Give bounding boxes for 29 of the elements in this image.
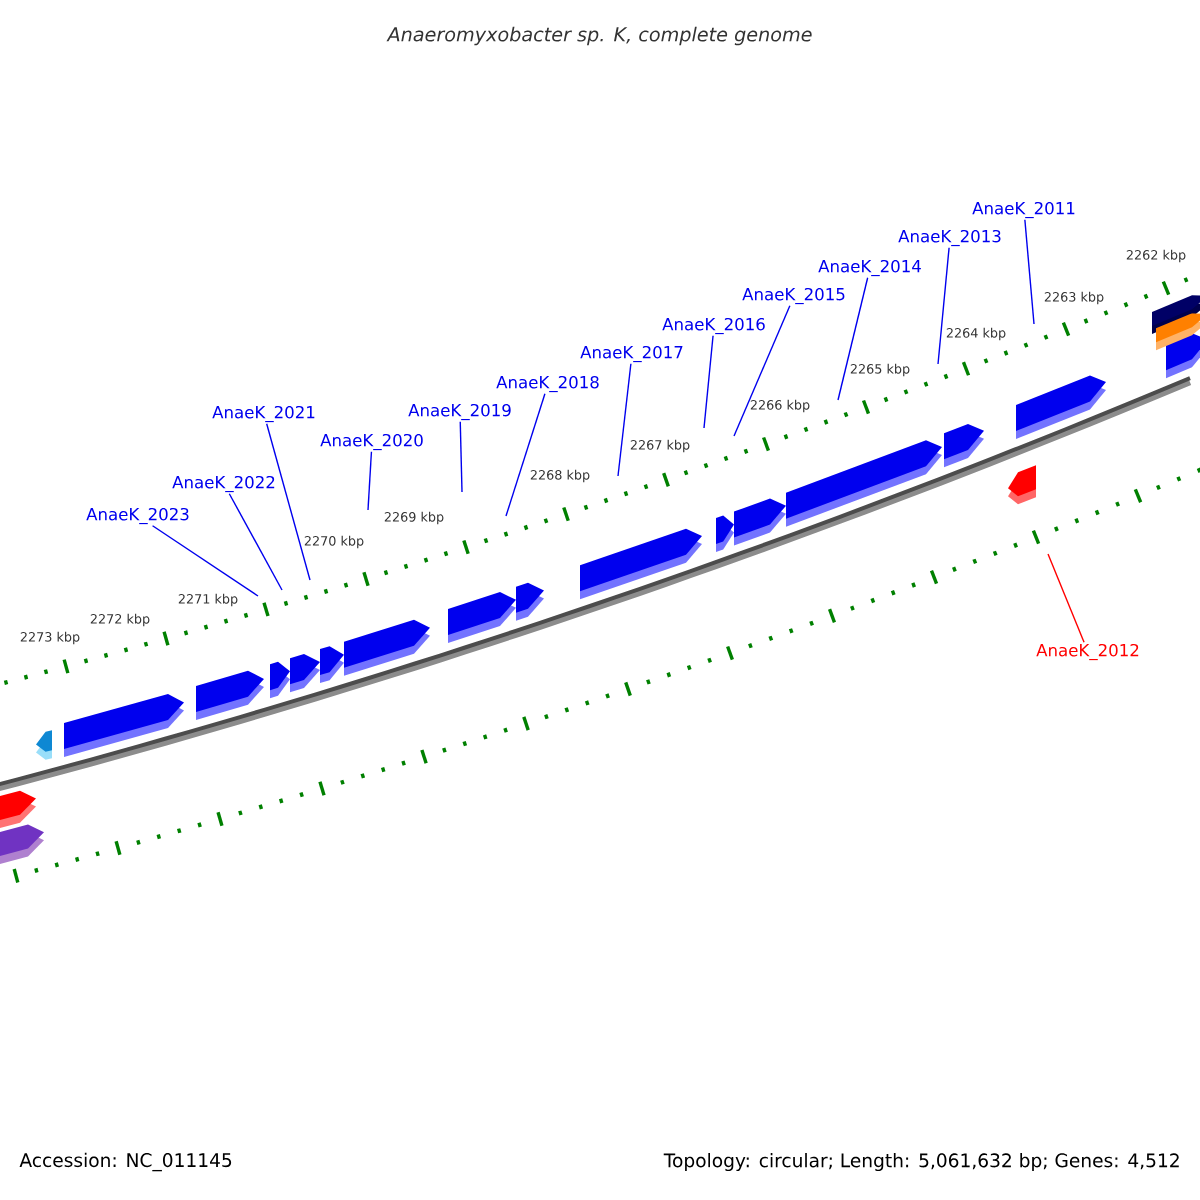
gene-label: AnaeK_2013 [898,229,1001,247]
gene-label: AnaeK_2012 [1036,643,1139,661]
gene-label: AnaeK_2018 [496,375,599,393]
leader-line [151,525,259,597]
leader-line [1047,553,1085,643]
gene-label: AnaeK_2020 [320,433,423,451]
accession-text: Accession: NC_011145 [19,1152,232,1172]
gene-label: AnaeK_2022 [172,475,275,493]
title: Anaeromyxobacter sp. K, complete genome [386,26,812,46]
leader-line [459,421,463,493]
leader-line [1024,219,1035,325]
leader-line [617,363,632,477]
gene-label: AnaeK_2019 [408,403,511,421]
gene-label: AnaeK_2021 [212,405,315,423]
leader-line [228,493,283,591]
leader-line [367,451,373,511]
gene-label: AnaeK_2023 [86,507,189,525]
leader-line [733,305,791,437]
genome-info-text: Topology: circular; Length: 5,061,632 bp; Genes: 4,512 [663,1153,1179,1171]
leader-line [837,277,869,401]
gene-label: AnaeK_2015 [742,287,845,305]
gene-label: AnaeK_2016 [662,317,765,335]
gene-label: AnaeK_2014 [818,259,921,277]
gene-label: AnaeK_2017 [580,345,683,363]
leader-line [937,247,950,365]
gene-label: AnaeK_2011 [972,201,1075,219]
leader-line [266,423,311,581]
leader-line [505,393,546,517]
leader-line [703,335,714,429]
